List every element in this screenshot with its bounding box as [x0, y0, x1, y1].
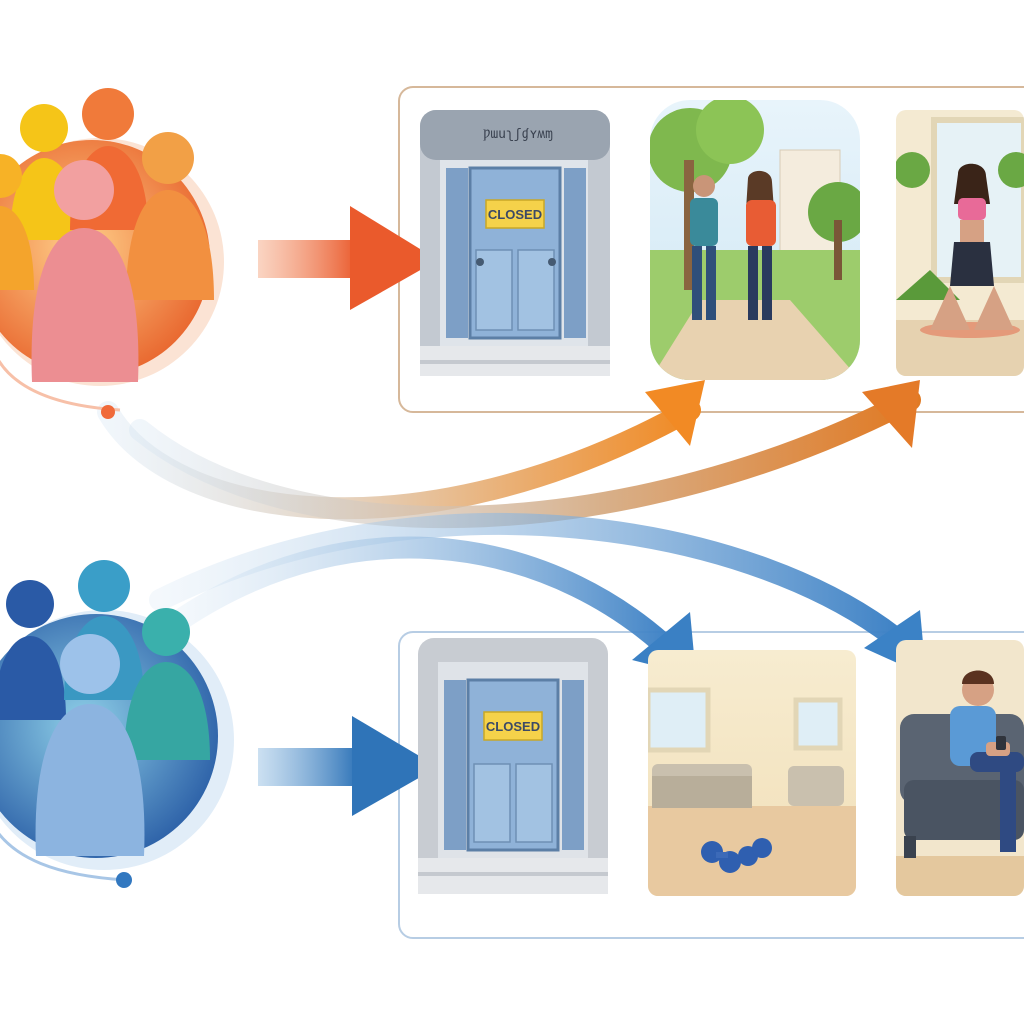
- bottom-couch-phone-scene: [896, 640, 1024, 896]
- closed-sign: CLOSED: [488, 207, 542, 222]
- bottom-empty-room-scene: [648, 650, 856, 896]
- cool-people-group-icon: [0, 560, 234, 888]
- top-outdoor-walk-scene: [650, 100, 860, 380]
- warm-curve-arrowhead-2: [862, 380, 920, 448]
- top-closed-gym-scene: Ƿɯuʅʃɠʏʍɱ CLOSED: [420, 110, 610, 376]
- warm-straight-arrow: [258, 206, 438, 310]
- warm-group-curved-arrows: [97, 380, 921, 529]
- bottom-closed-gym-scene: CLOSED: [418, 638, 608, 894]
- closed-sign-bottom: CLOSED: [486, 719, 540, 734]
- warm-curve-arrowhead-1: [645, 380, 705, 446]
- warm-people-group-icon: [0, 88, 224, 419]
- dumbbell-icon: [701, 838, 772, 873]
- gym-sign-title: Ƿɯuʅʃɠʏʍɱ: [483, 127, 553, 142]
- warm-connector-dot: [101, 405, 115, 419]
- cool-straight-arrow: [258, 716, 438, 816]
- top-home-exercise-scene: [896, 110, 1024, 376]
- cool-connector-dot: [116, 872, 132, 888]
